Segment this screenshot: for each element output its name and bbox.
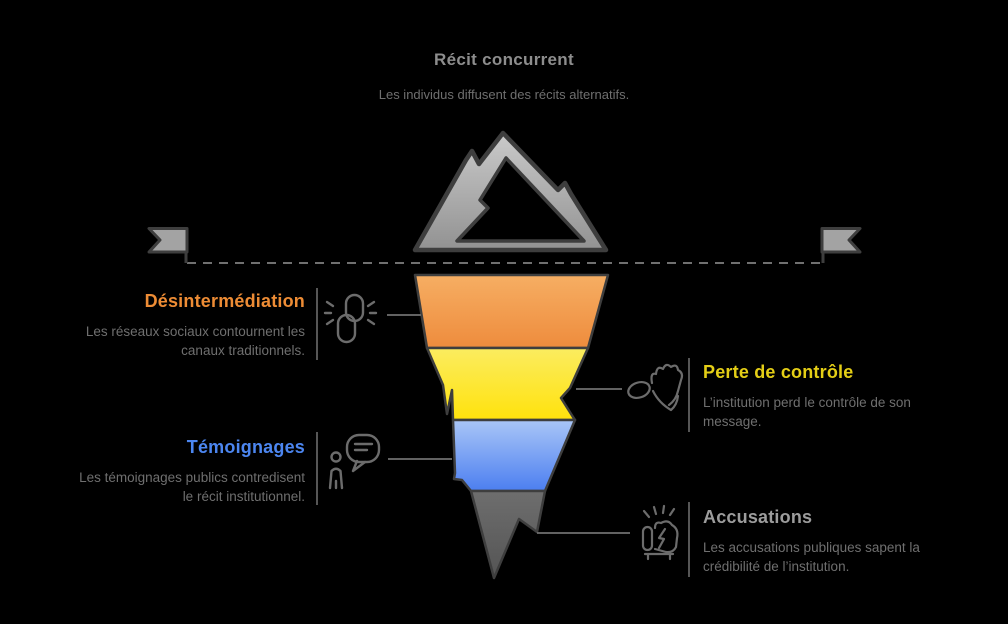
connector-lines — [387, 314, 630, 534]
page-title: Récit concurrent — [434, 50, 574, 69]
funnel-segment-temoignages — [451, 418, 577, 493]
mountain-icon — [412, 130, 609, 253]
person-speech-icon — [328, 433, 381, 490]
layer-description: Les témoignages publics contredisent le … — [79, 470, 305, 504]
divider-lines — [316, 288, 690, 577]
page-subtitle: Les individus diffusent des récits alter… — [378, 87, 630, 102]
iceberg-funnel — [413, 273, 610, 580]
callout-perte-de-controle: Perte de contrôle L’institution perd le … — [703, 362, 943, 431]
callout-accusations: Accusations Les accusations publiques sa… — [703, 507, 943, 576]
broken-chain-icon — [323, 293, 378, 344]
slipping-hand-icon — [627, 363, 684, 412]
layer-description: Les réseaux sociaux contournent les cana… — [85, 324, 305, 358]
flag-icon — [147, 227, 189, 263]
funnel-segment-perte-de-controle — [425, 346, 590, 422]
layer-label: Accusations — [703, 507, 813, 527]
layer-description: L’institution perd le contrôle de son me… — [703, 395, 911, 429]
funnel-segment-accusations — [469, 489, 547, 580]
flag-icon — [820, 227, 862, 263]
funnel-segment-desintermediation — [413, 273, 610, 350]
layer-label: Témoignages — [186, 437, 305, 457]
layer-description: Les accusations publiques sapent la créd… — [703, 540, 920, 574]
raised-fist-icon — [641, 504, 679, 561]
layer-label: Désintermédiation — [144, 291, 305, 311]
waterline — [147, 227, 862, 264]
layer-label: Perte de contrôle — [703, 362, 854, 382]
callout-temoignages: Témoignages Les témoignages publics cont… — [65, 437, 305, 506]
callout-desintermediation: Désintermédiation Les réseaux sociaux co… — [65, 291, 305, 360]
